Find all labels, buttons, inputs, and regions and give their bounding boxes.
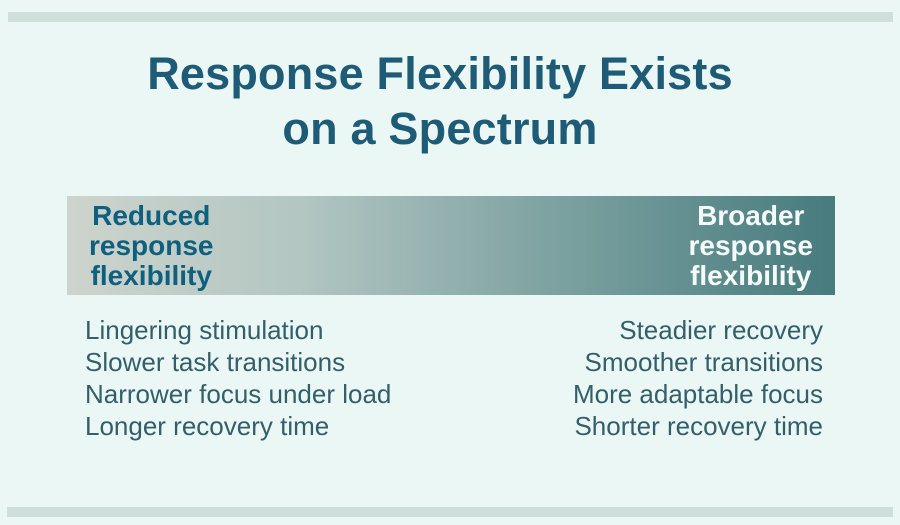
spectrum-right-label-line2: response [688, 229, 814, 261]
spectrum-right-label-line1: Broader [697, 199, 805, 231]
list-item: Steadier recovery [619, 315, 823, 345]
spectrum-left-label: Reduced response flexibility [89, 199, 214, 291]
list-item: Longer recovery time [85, 411, 330, 441]
list-item: Lingering stimulation [85, 315, 324, 345]
list-item: Shorter recovery time [574, 411, 823, 441]
list-item: Narrower focus under load [85, 379, 392, 409]
page-title-line1: Response Flexibility Exists [147, 48, 733, 99]
reduced-flexibility-trait-list: Lingering stimulation Slower task transi… [85, 314, 391, 442]
page-title-line2: on a Spectrum [282, 103, 598, 154]
spectrum-gradient-bar: Reduced response flexibility Broader res… [67, 196, 835, 295]
broader-flexibility-trait-list: Steadier recovery Smoother transitions M… [573, 314, 823, 442]
spectrum-right-label-line3: flexibility [690, 259, 812, 291]
page-title: Response Flexibility Exists on a Spectru… [0, 46, 880, 156]
spectrum-right-label: Broader response flexibility [688, 199, 814, 291]
top-divider-bar [8, 12, 893, 22]
spectrum-left-label-line3: flexibility [90, 259, 212, 291]
bottom-divider-bar [7, 507, 893, 517]
spectrum-left-label-line1: Reduced [92, 199, 211, 231]
list-item: Slower task transitions [85, 347, 346, 377]
list-item: Smoother transitions [584, 347, 823, 377]
list-item: More adaptable focus [572, 379, 823, 409]
spectrum-left-label-line2: response [89, 229, 214, 261]
